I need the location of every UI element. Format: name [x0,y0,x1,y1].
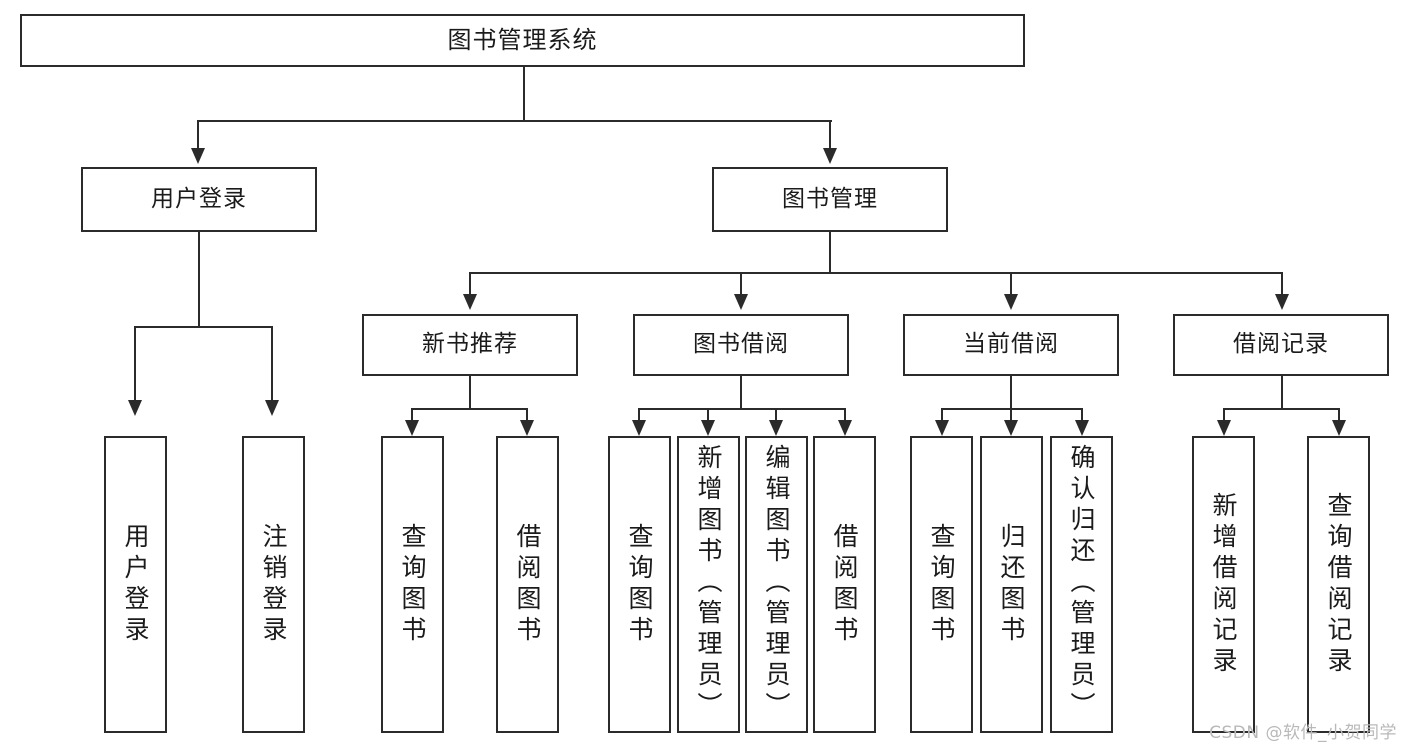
edge-level2-drop-2 [829,120,831,150]
node-label: 查询图书 [625,522,654,647]
node-label: 借阅图书 [830,522,859,647]
node-label: 图书管理 [782,185,878,212]
edge-current-borrow-drop-3 [1081,408,1083,422]
edge-book-borrow-drop-2 [707,408,709,422]
arrow-to-leaf-edit-book [769,420,783,436]
node-book-management[interactable]: 图书管理 [712,167,948,232]
edge-level3-drop-1 [469,272,471,296]
arrow-to-leaf-borrow-book-1 [520,420,534,436]
leaf-user-login[interactable]: 用户登录 [104,436,167,733]
leaf-add-book-admin[interactable]: 新增图书（管理员） [677,436,740,733]
leaf-add-borrow-record[interactable]: 新增借阅记录 [1192,436,1255,733]
node-new-book-recommend[interactable]: 新书推荐 [362,314,578,376]
arrow-to-leaf-return-book [1004,420,1018,436]
node-label: 图书借阅 [693,331,789,358]
arrow-to-leaf-add-book [701,420,715,436]
leaf-confirm-return-admin[interactable]: 确认归还（管理员） [1050,436,1113,733]
arrow-to-leaf-confirm-return [1075,420,1089,436]
edge-book-borrow-drop-1 [638,408,640,422]
arrow-to-leaf-logout [265,400,279,416]
watermark-text: CSDN @软件_小贺同学 [1209,723,1397,743]
edge-current-borrow-drop-1 [941,408,943,422]
edge-level3-drop-3 [1010,272,1012,296]
node-label: 新增图书（管理员） [694,444,723,723]
node-current-borrow[interactable]: 当前借阅 [903,314,1119,376]
edge-level3-bus [469,272,1281,274]
edge-new-book-drop-2 [526,408,528,422]
node-label: 借阅记录 [1233,331,1329,358]
node-label: 新书推荐 [422,331,518,358]
node-label: 确认归还（管理员） [1067,444,1096,723]
arrow-to-leaf-user-login [128,400,142,416]
node-label: 用户登录 [121,522,150,647]
arrow-to-leaf-borrow-book-2 [838,420,852,436]
node-label: 编辑图书（管理员） [762,444,791,723]
node-borrow-record[interactable]: 借阅记录 [1173,314,1389,376]
edge-current-borrow-drop-2 [1010,408,1012,422]
edge-root-stem [523,67,525,121]
node-label: 新增借阅记录 [1209,491,1238,678]
arrow-to-current-borrow [1004,294,1018,310]
node-label: 图书管理系统 [447,26,598,55]
node-user-login[interactable]: 用户登录 [81,167,317,232]
edge-borrow-record-stem [1281,376,1283,410]
edge-new-book-bus [411,408,527,410]
node-label: 查询图书 [927,522,956,647]
edge-book-borrow-stem [740,376,742,410]
arrow-to-leaf-query-book-3 [935,420,949,436]
node-label: 查询图书 [398,522,427,647]
edge-book-manage-stem [829,232,831,274]
edge-book-borrow-drop-4 [844,408,846,422]
node-book-borrow[interactable]: 图书借阅 [633,314,849,376]
leaf-return-book[interactable]: 归还图书 [980,436,1043,733]
edge-user-login-drop-2 [271,326,273,402]
node-label: 注销登录 [259,522,288,647]
leaf-borrow-book-newbook[interactable]: 借阅图书 [496,436,559,733]
edge-borrow-record-drop-1 [1223,408,1225,422]
edge-level3-drop-2 [740,272,742,296]
leaf-borrow-book[interactable]: 借阅图书 [813,436,876,733]
leaf-query-book-current[interactable]: 查询图书 [910,436,973,733]
arrow-to-leaf-query-record [1332,420,1346,436]
leaf-edit-book-admin[interactable]: 编辑图书（管理员） [745,436,808,733]
leaf-query-borrow-record[interactable]: 查询借阅记录 [1307,436,1370,733]
edge-new-book-stem [469,376,471,410]
edge-level2-drop-1 [197,120,199,150]
edge-level3-drop-4 [1281,272,1283,296]
edge-book-borrow-drop-3 [775,408,777,422]
arrow-to-user-login [191,148,205,164]
leaf-query-book-newbook[interactable]: 查询图书 [381,436,444,733]
arrow-to-leaf-query-book-2 [632,420,646,436]
arrow-to-leaf-query-book-1 [405,420,419,436]
node-label: 查询借阅记录 [1324,491,1353,678]
node-label: 当前借阅 [963,331,1059,358]
edge-user-login-drop-1 [134,326,136,402]
edge-borrow-record-drop-2 [1338,408,1340,422]
edge-level2-bus [198,120,832,122]
arrow-to-book-manage [823,148,837,164]
edge-current-borrow-stem [1010,376,1012,410]
node-root-system[interactable]: 图书管理系统 [20,14,1025,67]
edge-user-login-bus [134,326,272,328]
edge-book-borrow-bus [638,408,846,410]
edge-new-book-drop-1 [411,408,413,422]
node-label: 归还图书 [997,522,1026,647]
leaf-query-book-borrow[interactable]: 查询图书 [608,436,671,733]
edge-user-login-stem [198,232,200,328]
edge-borrow-record-bus [1223,408,1339,410]
arrow-to-borrow-record [1275,294,1289,310]
arrow-to-leaf-add-record [1217,420,1231,436]
arrow-to-new-book [463,294,477,310]
node-label: 用户登录 [151,185,247,212]
node-label: 借阅图书 [513,522,542,647]
leaf-logout[interactable]: 注销登录 [242,436,305,733]
arrow-to-borrow-book [734,294,748,310]
